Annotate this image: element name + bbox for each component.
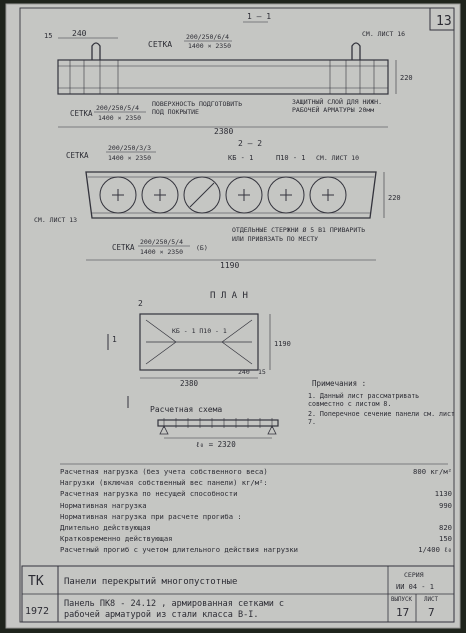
plan-outline xyxy=(139,313,259,371)
sheet-label: ЛИСТ xyxy=(424,597,438,603)
note-item-2: 2. Поперечное сечение панели см. лист 7. xyxy=(308,410,455,426)
hollow-cores xyxy=(99,176,347,214)
load-row: Расчетная нагрузка (без учета собственно… xyxy=(60,467,452,476)
loads-list: Расчетная нагрузка (без учета собственно… xyxy=(60,466,452,556)
mesh-bottom-spec-1: 200/250/5/4 xyxy=(96,104,139,112)
note-rods-1: ОТДЕЛЬНЫЕ СТЕРЖНИ Ø 5 В1 ПРИВАРИТЬ xyxy=(232,226,365,234)
height-dim-2: 220 xyxy=(388,194,401,202)
note-cover-2: РАБОЧЕЙ АРМАТУРЫ 20мм xyxy=(292,105,374,114)
mesh-top-label-2: СЕТКА xyxy=(66,151,89,160)
height-dim-1: 220 xyxy=(400,74,413,82)
plan-section-2-mark: 2 xyxy=(138,299,143,308)
mesh-bottom-spec-2: 200/250/5/4 xyxy=(140,238,183,246)
plan-title: П Л А Н xyxy=(210,291,248,301)
plan-view: П Л А Н 2 1 КБ - 1 П10 - 1 1190 2380 240… xyxy=(107,291,291,408)
panel-elevation xyxy=(57,59,389,95)
description-line-2: рабочей арматурой из стали класса В-I. xyxy=(64,609,258,620)
series-header: Панели перекрытий многопустотные xyxy=(64,577,237,587)
top-dim-small: 15 xyxy=(44,32,52,40)
mesh-top-size-1: 1400 × 2350 xyxy=(188,42,231,50)
title-year: 1972 xyxy=(25,606,49,617)
title-block: ТК 1972 Панели перекрытий многопустотные… xyxy=(21,565,455,623)
total-length-1: 2380 xyxy=(214,127,233,136)
plan-frame-labels: КБ - 1 П10 - 1 xyxy=(172,327,227,335)
section-2-2: 2 – 2 СЕТКА 200/250/3/3 1400 × 2350 КБ -… xyxy=(34,139,401,270)
notes-block: Примечания : 1. Данный лист рассматриват… xyxy=(308,379,455,426)
paper xyxy=(5,3,461,629)
issue-value: 17 xyxy=(396,606,409,619)
load-row: Нагрузки (включая собственный вес панели… xyxy=(60,478,268,488)
mesh-top-spec-2: 200/250/3/3 xyxy=(108,144,151,152)
mesh-bottom-size-1: 1400 × 2350 xyxy=(98,114,141,122)
page-number-box xyxy=(429,7,455,31)
panel-cross-section xyxy=(85,171,377,219)
plan-width-dim: 1190 xyxy=(274,340,291,348)
plan-right-small: 15 xyxy=(258,368,266,376)
plan-right-offset: 240 xyxy=(238,368,250,376)
mesh-bottom-size-2: 1400 × 2350 xyxy=(140,248,183,256)
width-dim-2: 1190 xyxy=(220,261,239,270)
plan-length-dim: 2380 xyxy=(180,379,199,388)
design-scheme: Расчетная схема ℓ₀ = 2320 xyxy=(150,405,279,449)
note-rods-2: ИЛИ ПРИВЯЗАТЬ ПО МЕСТУ xyxy=(232,235,318,243)
load-row: Расчетная нагрузка по несущей способност… xyxy=(60,489,452,499)
mesh-top-spec-1: 200/250/6/4 xyxy=(186,33,229,41)
load-row: Расчетный прогиб с учетом длительного де… xyxy=(60,545,452,555)
plan-section-1-mark: 1 xyxy=(112,335,117,344)
section-1-mark: 1 – 1 xyxy=(247,12,271,21)
issue-label: ВЫПУСК xyxy=(391,597,412,603)
sheet-ref-left-2: СМ. ЛИСТ 13 xyxy=(34,216,77,224)
series-label: СЕРИЯ xyxy=(404,571,424,579)
load-row: Нормативная нагрузка при расчете прогиба… xyxy=(60,511,242,521)
notes-heading: Примечания : xyxy=(312,379,366,388)
note-cover-1: ЗАЩИТНЫЙ СЛОЙ ДЛЯ НИЖН. xyxy=(292,97,382,106)
sheet-ref-1: СМ. ЛИСТ 16 xyxy=(362,30,405,38)
sheet-ref-right-2: СМ. ЛИСТ 10 xyxy=(316,154,359,162)
note-surface-2: ПОД ПОКРЫТИЕ xyxy=(152,108,199,116)
section-2-mark: 2 – 2 xyxy=(238,139,262,148)
scheme-beam xyxy=(157,419,279,427)
note-surface-1: ПОВЕРХНОСТЬ ПОДГОТОВИТЬ xyxy=(152,100,242,108)
section-1-1: 1 – 1 15 240 СЕТКА 200/250/6/4 1400 × 23… xyxy=(44,12,413,136)
sheet-value: 7 xyxy=(428,606,435,619)
mesh-top-size-2: 1400 × 2350 xyxy=(108,154,151,162)
mesh-top-label-1: СЕТКА xyxy=(148,40,172,49)
frame-label-p10: П10 - 1 xyxy=(276,154,306,162)
scheme-title: Расчетная схема xyxy=(150,405,222,414)
description-line-1: Панель ПК8 - 24.12 , армированная сеткам… xyxy=(64,599,284,609)
mesh-bottom-note-2: (Б) xyxy=(196,244,208,252)
page-number: 13 xyxy=(436,14,452,29)
title-code: ТК xyxy=(28,574,44,589)
mesh-bottom-label-1: СЕТКА xyxy=(70,109,93,118)
scheme-span: ℓ₀ = 2320 xyxy=(196,440,236,449)
note-item-1: 1. Данный лист рассматривать совместно с… xyxy=(308,392,420,408)
series-value: ИИ 04 - 1 xyxy=(396,583,434,591)
frame-label-kb: КБ - 1 xyxy=(228,154,253,162)
top-dim-left: 240 xyxy=(72,29,87,38)
mesh-bottom-label-2: СЕТКА xyxy=(112,243,135,252)
